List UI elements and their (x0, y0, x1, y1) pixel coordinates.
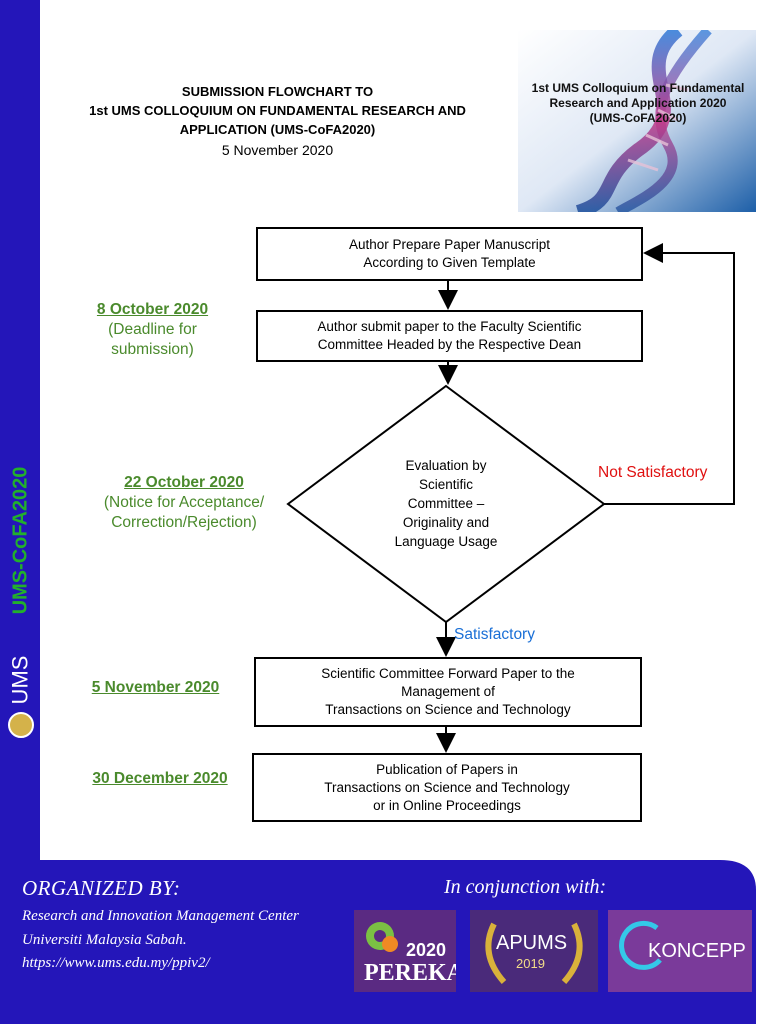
organizer-url[interactable]: https://www.ums.edu.my/ppiv2/ (22, 955, 210, 972)
not-satisfactory-label: Not Satisfactory (598, 464, 707, 482)
pereka-gear-icon (360, 916, 400, 956)
koncepp-logo: KONCEPP (608, 910, 752, 992)
pereka-logo: 2020 PEREKA (354, 910, 456, 992)
in-conjunction-heading: In conjunction with: (444, 876, 606, 899)
date-forward: 5 November 2020 (78, 678, 233, 698)
step-prepare-manuscript: Author Prepare Paper Manuscript Accordin… (256, 227, 643, 281)
organizer-university: Universiti Malaysia Sabah. (22, 932, 187, 949)
date-notice-acceptance: 22 October 2020 (Notice for Acceptance/ … (82, 473, 286, 533)
organizer-center: Research and Innovation Management Cente… (22, 908, 299, 925)
satisfactory-label: Satisfactory (454, 626, 535, 644)
date-submission-deadline: 8 October 2020 (Deadline for submission) (80, 300, 225, 360)
step-publication: Publication of Papers in Transactions on… (252, 753, 642, 822)
step-submit-paper: Author submit paper to the Faculty Scien… (256, 310, 643, 362)
decision-evaluation-text: Evaluation by Scientific Committee – Ori… (375, 456, 517, 551)
step-forward-paper: Scientific Committee Forward Paper to th… (254, 657, 642, 727)
date-publication: 30 December 2020 (80, 769, 240, 789)
apums-logo: APUMS 2019 (470, 910, 598, 992)
organized-by-heading: ORGANIZED BY: (22, 876, 181, 901)
